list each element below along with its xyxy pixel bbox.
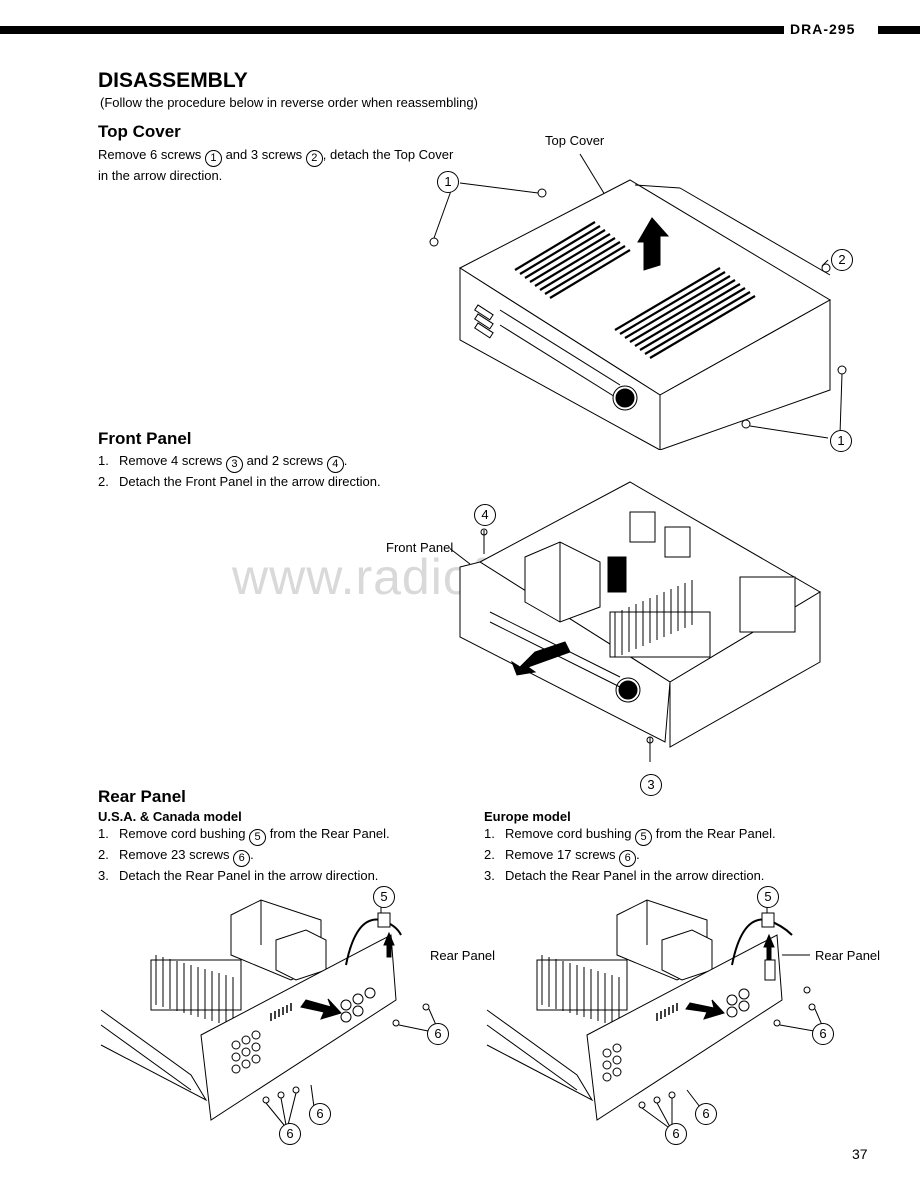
europe-rear-panel-diagram bbox=[486, 899, 822, 1128]
step-number: 2. bbox=[484, 847, 495, 862]
step-text: Remove cord bushing bbox=[119, 826, 246, 841]
header-rule-left bbox=[0, 26, 784, 34]
page-title: DISASSEMBLY bbox=[98, 69, 248, 92]
europe-callout-bushing-5: 5 bbox=[757, 886, 779, 908]
front-panel-heading: Front Panel bbox=[98, 429, 192, 448]
step-text: Remove 4 screws bbox=[119, 453, 223, 468]
step-number: 2. bbox=[98, 474, 109, 489]
step-text: Remove cord bushing bbox=[505, 826, 632, 841]
step-number: 3. bbox=[98, 868, 109, 883]
front-panel-figure-label: Front Panel bbox=[386, 540, 454, 555]
step-text: Detach the Rear Panel in the arrow direc… bbox=[505, 868, 765, 883]
europe-model-subheading: Europe model bbox=[484, 809, 571, 824]
step-number: 1. bbox=[484, 826, 495, 841]
europe-callout-screw-6-bottom: 6 bbox=[665, 1123, 687, 1145]
europe-step-1: 1. Remove cord bushing 5 from the Rear P… bbox=[484, 825, 776, 846]
page-subtitle: (Follow the procedure below in reverse o… bbox=[100, 95, 478, 110]
screw-ref-1: 1 bbox=[204, 150, 222, 167]
front-panel-diagram bbox=[450, 481, 821, 762]
europe-step-3: 3. Detach the Rear Panel in the arrow di… bbox=[484, 867, 776, 884]
front-panel-step-2: 2. Detach the Front Panel in the arrow d… bbox=[98, 473, 381, 490]
page-number: 37 bbox=[852, 1146, 868, 1162]
step-text: Remove 23 screws bbox=[119, 847, 230, 862]
callout-screw-1-bottom: 1 bbox=[830, 430, 852, 452]
header-rule-right bbox=[878, 26, 920, 34]
callout-screw-3: 3 bbox=[640, 774, 662, 796]
bushing-ref-5: 5 bbox=[249, 829, 267, 846]
callout-screw-4: 4 bbox=[474, 504, 496, 526]
step-text: Detach the Rear Panel in the arrow direc… bbox=[119, 868, 379, 883]
usa-rear-panel-diagram bbox=[100, 899, 436, 1126]
top-cover-diagram bbox=[429, 153, 847, 450]
top-cover-text-c: , detach the Top Cover bbox=[322, 147, 454, 162]
step-text: and 2 screws bbox=[246, 453, 324, 468]
step-number: 2. bbox=[98, 847, 109, 862]
rear-panel-heading: Rear Panel bbox=[98, 787, 186, 806]
usa-model-subheading: U.S.A. & Canada model bbox=[98, 809, 242, 824]
screw-ref-2: 2 bbox=[305, 150, 323, 167]
step-number: 1. bbox=[98, 453, 109, 468]
step-text: from the Rear Panel. bbox=[655, 826, 776, 841]
usa-callout-bushing-5: 5 bbox=[373, 886, 395, 908]
europe-steps: 1. Remove cord bushing 5 from the Rear P… bbox=[484, 825, 776, 884]
step-text: from the Rear Panel. bbox=[269, 826, 390, 841]
usa-step-2: 2. Remove 23 screws 6. bbox=[98, 846, 390, 867]
bushing-ref-5: 5 bbox=[635, 829, 653, 846]
step-text: . bbox=[636, 847, 640, 862]
usa-step-1: 1. Remove cord bushing 5 from the Rear P… bbox=[98, 825, 390, 846]
usa-callout-screw-6-right: 6 bbox=[427, 1023, 449, 1045]
top-cover-text-b: and 3 screws bbox=[225, 147, 303, 162]
top-cover-text-d: in the arrow direction. bbox=[98, 168, 223, 183]
front-panel-step-1: 1. Remove 4 screws 3 and 2 screws 4. bbox=[98, 452, 381, 473]
screw-ref-6: 6 bbox=[233, 850, 251, 867]
europe-rear-panel-label: Rear Panel bbox=[815, 948, 881, 963]
callout-screw-2: 2 bbox=[831, 249, 853, 271]
europe-callout-screw-6-right: 6 bbox=[812, 1023, 834, 1045]
step-number: 1. bbox=[98, 826, 109, 841]
usa-callout-screw-6-bottom: 6 bbox=[279, 1123, 301, 1145]
europe-callout-screw-6-mid: 6 bbox=[695, 1103, 717, 1125]
europe-step-2: 2. Remove 17 screws 6. bbox=[484, 846, 776, 867]
step-text: Detach the Front Panel in the arrow dire… bbox=[119, 474, 381, 489]
top-cover-instructions: Remove 6 screws 1 and 3 screws 2, detach… bbox=[98, 146, 453, 184]
top-cover-text-a: Remove 6 screws bbox=[98, 147, 202, 162]
screw-ref-6: 6 bbox=[619, 850, 637, 867]
step-text: . bbox=[250, 847, 254, 862]
step-number: 3. bbox=[484, 868, 495, 883]
usa-callout-screw-6-mid: 6 bbox=[309, 1103, 331, 1125]
top-cover-figure-label: Top Cover bbox=[545, 133, 605, 148]
top-cover-heading: Top Cover bbox=[98, 122, 181, 141]
usa-steps: 1. Remove cord bushing 5 from the Rear P… bbox=[98, 825, 390, 884]
front-panel-steps: 1. Remove 4 screws 3 and 2 screws 4. 2. … bbox=[98, 452, 381, 490]
screw-ref-3: 3 bbox=[225, 456, 243, 473]
model-label: DRA-295 bbox=[790, 21, 856, 37]
screw-ref-4: 4 bbox=[326, 456, 344, 473]
step-text: . bbox=[343, 453, 348, 468]
usa-rear-panel-label: Rear Panel bbox=[430, 948, 496, 963]
callout-screw-1-top: 1 bbox=[437, 171, 459, 193]
step-text: Remove 17 screws bbox=[505, 847, 616, 862]
usa-step-3: 3. Detach the Rear Panel in the arrow di… bbox=[98, 867, 390, 884]
